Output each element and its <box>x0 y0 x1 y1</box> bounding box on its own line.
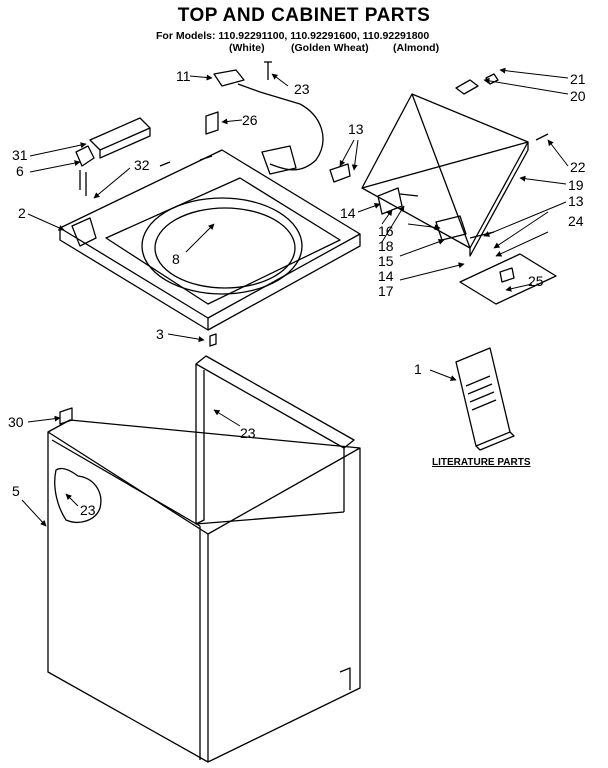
callout-31: 31 <box>12 147 28 163</box>
callout-14b: 14 <box>378 268 394 284</box>
callout-22: 22 <box>570 159 586 175</box>
cabinet-frame <box>195 333 355 525</box>
callout-2: 2 <box>18 205 26 221</box>
callout-13a: 13 <box>348 121 364 137</box>
callout-26: 26 <box>242 112 258 128</box>
lid <box>361 73 549 257</box>
decal <box>459 253 557 305</box>
callout-15: 15 <box>378 253 394 269</box>
callout-21: 21 <box>570 71 586 87</box>
callout-5: 5 <box>12 483 20 499</box>
callout-11: 11 <box>176 68 191 84</box>
screw-top <box>264 61 272 80</box>
callout-leaders <box>21 67 569 527</box>
variant-golden-wheat: (Golden Wheat) <box>291 42 369 54</box>
clip <box>205 111 219 135</box>
callout-19: 19 <box>568 177 584 193</box>
variant-almond: (Almond) <box>393 42 440 54</box>
callout-20: 20 <box>570 88 586 104</box>
callout-3: 3 <box>156 326 164 342</box>
callout-18: 18 <box>378 238 394 254</box>
callout-6: 6 <box>16 163 24 179</box>
lid-switch <box>213 69 324 175</box>
callout-23b: 23 <box>240 425 256 441</box>
callout-17: 17 <box>378 283 394 299</box>
callout-24: 24 <box>568 213 584 229</box>
cabinet <box>47 407 361 763</box>
callout-23c: 23 <box>80 502 96 518</box>
literature-booklet <box>455 347 515 451</box>
hinge-parts <box>329 163 495 241</box>
callout-32: 32 <box>134 157 150 173</box>
callout-16: 16 <box>378 223 394 239</box>
diagram-title: TOP AND CABINET PARTS <box>177 5 431 26</box>
literature-parts-label: LITERATURE PARTS <box>432 457 531 468</box>
callout-30: 30 <box>8 414 24 430</box>
callout-23a: 23 <box>294 81 310 97</box>
models-line: For Models: 110.92291100, 110.92291600, … <box>156 30 430 42</box>
callout-1: 1 <box>414 361 422 377</box>
callout-8: 8 <box>172 251 180 267</box>
callout-labels: 11 23 26 13 21 20 22 19 31 6 32 2 14 16 … <box>8 68 586 518</box>
callout-25: 25 <box>528 273 544 289</box>
callout-13b: 13 <box>568 193 584 209</box>
callout-14a: 14 <box>340 205 356 221</box>
variant-white: (White) <box>229 42 265 54</box>
top-panel <box>59 149 361 331</box>
